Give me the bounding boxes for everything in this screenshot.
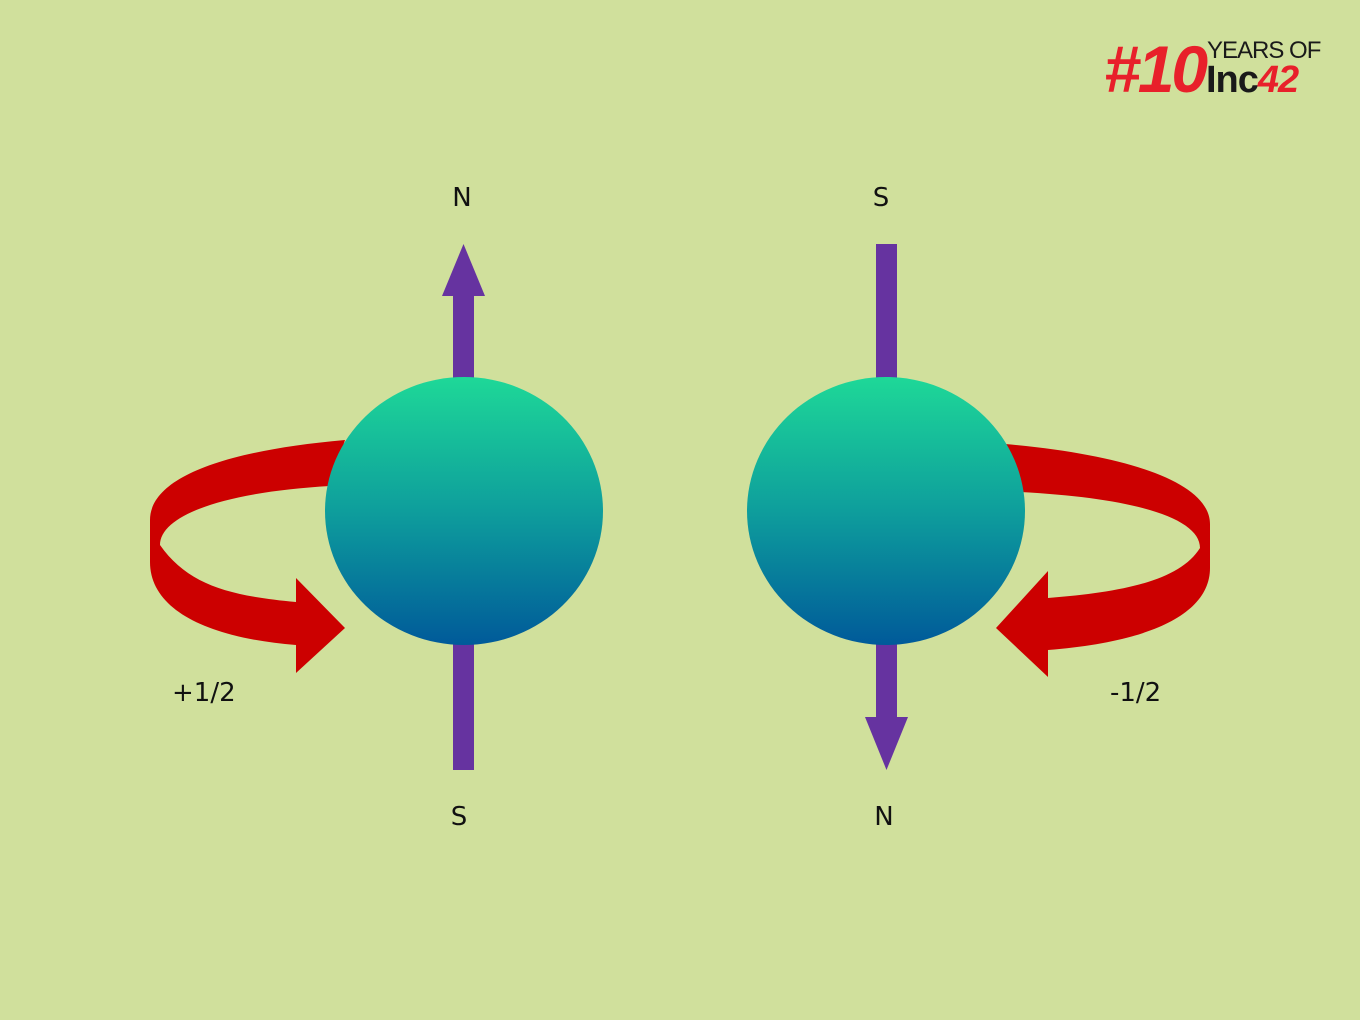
inc42-anniversary-logo: #10 YEARS OF Inc42: [1104, 32, 1324, 106]
spin-axis-up-top: [453, 290, 474, 390]
right-bottom-pole-label: N: [874, 802, 894, 832]
spin-axis-down-bottom: [876, 630, 897, 722]
logo-inc-wordmark: Inc42: [1206, 59, 1299, 101]
logo-years-of: YEARS OF: [1207, 37, 1321, 64]
particle-spin-up: [150, 244, 603, 770]
rotation-arrow-counterclockwise: [150, 440, 345, 673]
logo-inc-text: Inc: [1206, 59, 1259, 101]
spin-value-plus-half: +1/2: [172, 678, 236, 708]
rotation-arrow-clockwise: [996, 444, 1210, 677]
spin-axis-up-bottom: [453, 630, 474, 770]
particle-sphere-right: [747, 377, 1025, 645]
spin-arrowhead-down: [865, 717, 908, 770]
logo-inc-number: 42: [1257, 59, 1299, 101]
particle-sphere-left: [325, 377, 603, 645]
right-top-pole-label: S: [872, 183, 890, 213]
logo-hash-ten: #10: [1104, 32, 1208, 106]
spin-value-minus-half: -1/2: [1110, 678, 1162, 708]
spin-arrowhead-up: [442, 244, 485, 296]
left-bottom-pole-label: S: [450, 802, 468, 832]
left-top-pole-label: N: [452, 183, 472, 213]
spin-axis-down-top: [876, 244, 897, 394]
particle-spin-down: [747, 244, 1210, 770]
